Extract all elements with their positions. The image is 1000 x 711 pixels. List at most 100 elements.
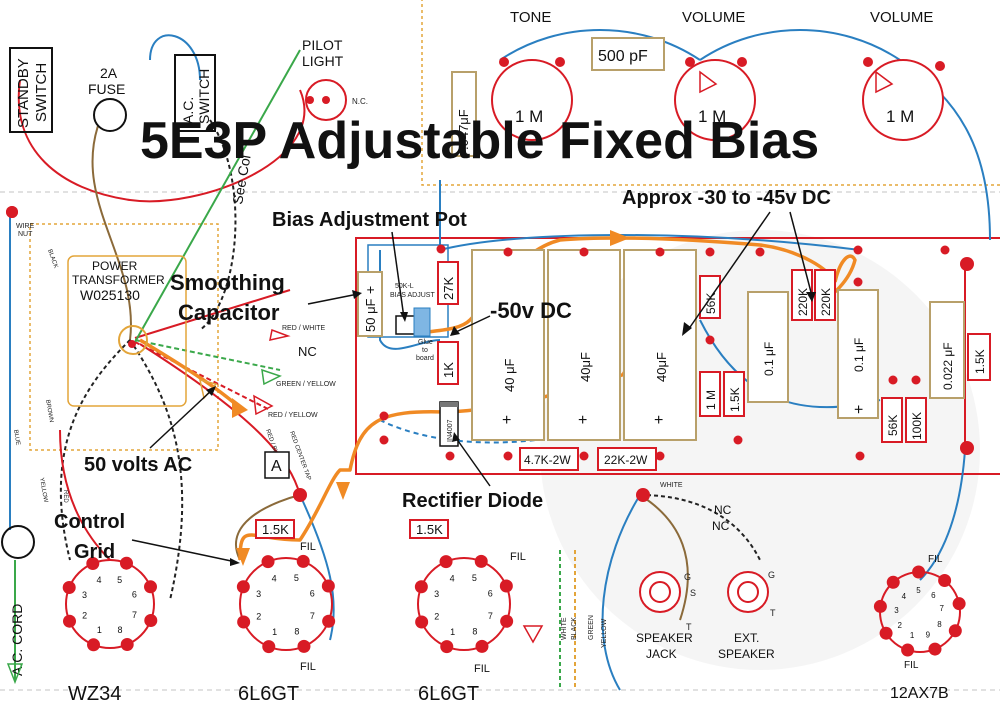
6l6gt-b-fil-bottom: FIL xyxy=(474,663,490,675)
6l6gt-a-pin-label-8: 8 xyxy=(294,627,299,637)
cap-40uf-a-label: 40 μF xyxy=(502,358,517,392)
6l6gt-b-pin-7 xyxy=(500,614,514,628)
resistor-1m: 1 M xyxy=(699,371,721,417)
6l6gt-a-pin-2 xyxy=(237,615,251,629)
r-100k-label: 100K xyxy=(910,412,924,440)
diagram-title: 5E3P Adjustable Fixed Bias xyxy=(140,112,819,170)
wz34-socket-icon xyxy=(65,559,155,649)
cap-01uf-a: 0.1 μF xyxy=(747,291,789,403)
wire-red-yellow: RED / YELLOW xyxy=(268,412,318,419)
12ax7b-pin-label-1: 1 xyxy=(910,631,915,640)
annotation-layer: Bias Adjustment Pot Approx -30 to -45v D… xyxy=(54,187,831,566)
wz34-pin-2 xyxy=(62,614,76,628)
12ax7b-label: 12AX7B xyxy=(890,685,949,702)
tone-knob-icon xyxy=(491,59,573,141)
cap-40uf-b-plus: + xyxy=(578,412,587,429)
speaker-g: G xyxy=(684,572,691,582)
wz34-pin-label-4: 4 xyxy=(96,575,101,585)
cap-0022uf-label: 0.022 μF xyxy=(941,342,955,390)
cap-500pf-label: 500 pF xyxy=(598,48,648,65)
resistor-47k-2w: 4.7K-2W xyxy=(519,447,579,471)
r-15k-a-label: 1.5K xyxy=(728,387,742,412)
6l6gt-b-pin-6 xyxy=(499,579,513,593)
6l6gt-b-pin-5 xyxy=(474,554,488,568)
diode-label: IN4007 xyxy=(447,419,454,442)
6l6gt-b-pin-label-2: 2 xyxy=(434,611,439,621)
annotation-dc-voltage: -50v DC xyxy=(490,298,572,323)
glue-label-3: board xyxy=(416,355,434,362)
6l6gt-a-pin-4 xyxy=(261,555,275,569)
6l6gt-a-pin-label-6: 6 xyxy=(310,589,315,599)
volume-2-label: VOLUME xyxy=(870,9,933,26)
6l6gt-a-label: 6L6GT xyxy=(238,683,299,705)
6l6gt-a-pin-3 xyxy=(236,580,250,594)
resistor-22k-2w: 22K-2W xyxy=(597,447,657,471)
12ax7b-pin-label-6: 6 xyxy=(931,591,936,600)
pilot-label-2: LIGHT xyxy=(302,53,344,69)
6l6gt-b-pin-label-3: 3 xyxy=(434,589,439,599)
speaker-jack: SPEAKER JACK G S T xyxy=(636,571,696,661)
resistor-56k-a: 56K xyxy=(699,275,721,319)
pilot-light: PILOT LIGHT N.C. xyxy=(302,37,368,121)
tube-6l6gt-b: 6L6GT FIL FIL 1.5K xyxy=(409,519,544,705)
tone-label: TONE xyxy=(510,9,551,26)
wz34-pin-label-3: 3 xyxy=(82,590,87,600)
6l6gt-a-pin-8 xyxy=(297,639,311,653)
6l6gt-a-fil-bottom: FIL xyxy=(300,661,316,673)
fuse-icon xyxy=(93,98,127,132)
output-wire-labels: NC NC WHITE WHITE BLACK GREEN YELLOW xyxy=(561,482,732,648)
wz34-pin-label-2: 2 xyxy=(82,611,87,621)
wz34-pin-label-5: 5 xyxy=(117,575,122,585)
ac-switch: A.C. SWITCH xyxy=(174,54,216,132)
cap-01uf-b-label: 0.1 μF xyxy=(852,338,866,372)
6l6gt-a-pin-label-4: 4 xyxy=(272,573,277,583)
wz34-pin-4 xyxy=(86,556,100,570)
grid-res-b-label: 1.5K xyxy=(416,522,443,537)
6l6gt-a-pin-label-1: 1 xyxy=(272,627,277,637)
cap-50uf-label: 50 μF xyxy=(363,298,378,332)
wz34-pin-8 xyxy=(120,638,134,652)
annotation-rectifier: Rectifier Diode xyxy=(402,490,543,512)
filter-caps: 40 μF + 40μF + 40μF + xyxy=(471,249,697,441)
cap-047uf-label: .047μF xyxy=(456,109,471,150)
cap-0022uf: 0.022 μF xyxy=(929,301,965,399)
wire-nut-label-2: NUT xyxy=(18,231,33,238)
transformer-outline xyxy=(29,223,219,451)
fuse-label-2: FUSE xyxy=(88,81,125,97)
glue-label-1: Glue xyxy=(418,339,433,346)
transformer-hub xyxy=(118,325,148,355)
6l6gt-a-pin-6 xyxy=(321,579,335,593)
ac-cord-label: A.C. CORD xyxy=(9,604,25,676)
12ax7b-pin-label-5: 5 xyxy=(916,586,921,595)
6l6gt-a-pin-label-2: 2 xyxy=(256,611,261,621)
r-220k-b-label: 220K xyxy=(819,288,833,316)
12ax7b-pin-9 xyxy=(928,642,942,656)
resistor-100k: 100K xyxy=(905,397,927,443)
tube-wz34: WZ34 xyxy=(65,559,155,705)
wire-red-white: RED / WHITE xyxy=(282,325,325,332)
ext-speaker-jack: EXT. SPEAKER G T xyxy=(718,570,776,661)
transformer-model: W025130 xyxy=(80,287,140,303)
tone-value: 1 M xyxy=(515,107,543,126)
green-wire-side: GREEN xyxy=(588,615,595,640)
wz34-pin-label-7: 7 xyxy=(132,610,137,620)
volume-1-knob-icon xyxy=(674,59,756,141)
wz34-pin-label-1: 1 xyxy=(97,625,102,635)
volume-pot-1: VOLUME 1 M xyxy=(674,9,756,141)
speaker-label-2: JACK xyxy=(646,647,677,661)
resistor-56k-b: 56K xyxy=(881,397,903,443)
grid-res-a-label: 1.5K xyxy=(262,522,289,537)
speaker-label-1: SPEAKER xyxy=(636,631,693,645)
12ax7b-pin-7 xyxy=(952,597,966,611)
volume-2-value: 1 M xyxy=(886,107,914,126)
fuse: 2A FUSE xyxy=(88,65,127,132)
wire-blue: BLUE xyxy=(12,429,21,445)
6l6gt-b-pin-1 xyxy=(440,640,454,654)
12ax7b-pin-4 xyxy=(886,575,900,589)
transformer-nc: NC xyxy=(298,344,317,359)
6l6gt-a-pin-label-5: 5 xyxy=(294,573,299,583)
6l6gt-b-fil-top: FIL xyxy=(510,551,526,563)
r-56k-a-label: 56K xyxy=(704,293,718,314)
